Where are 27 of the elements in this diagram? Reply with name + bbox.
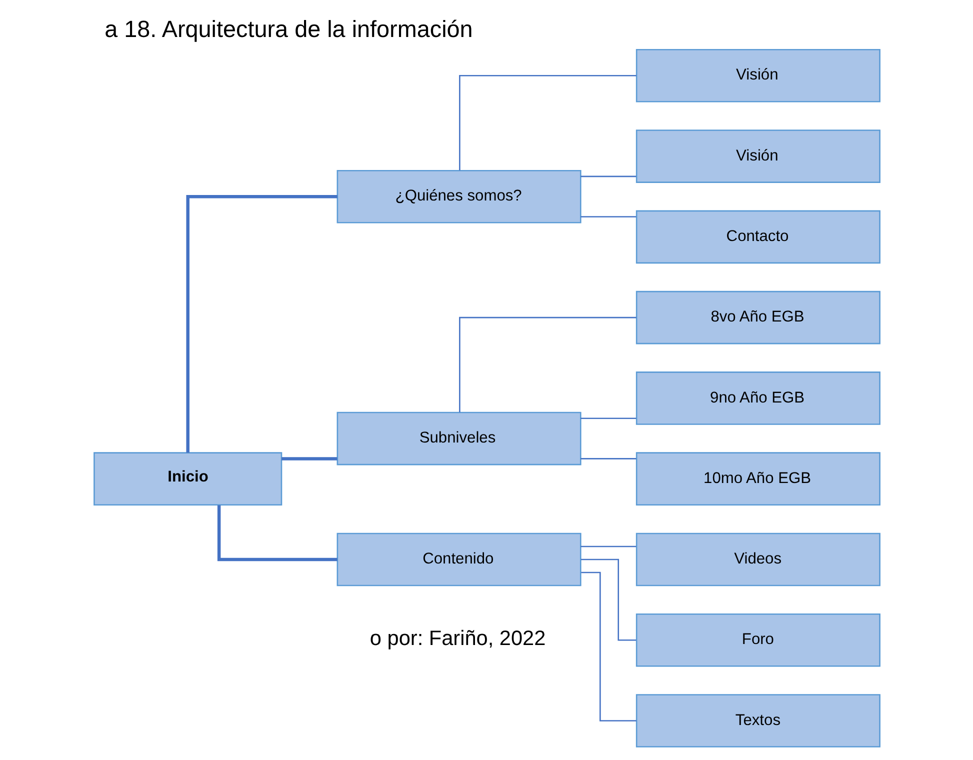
node-box: Subniveles	[336, 412, 581, 466]
node-box: Contenido	[336, 532, 581, 586]
connector	[580, 546, 636, 548]
connector	[580, 176, 636, 178]
label: o por: Fariño, 2022	[369, 627, 546, 650]
connector	[458, 316, 636, 412]
connector	[580, 418, 636, 420]
node-box: Visión	[635, 48, 880, 102]
diagram-title: a 18. Arquitectura de la información	[104, 16, 472, 42]
node-box: Contacto	[635, 210, 880, 264]
node-box: Videos	[635, 532, 880, 586]
node-box: ¿Quiénes somos?	[336, 170, 581, 224]
connector	[580, 216, 636, 218]
connector	[458, 75, 636, 170]
node-box: 10mo Año EGB	[635, 452, 880, 506]
connector	[580, 572, 636, 722]
connector	[216, 505, 337, 562]
connector	[580, 558, 636, 641]
node-box: Textos	[635, 694, 880, 748]
node-box: Visión	[635, 130, 880, 183]
node-box: 9no Año EGB	[635, 372, 880, 425]
connector	[580, 458, 636, 460]
node-box: Foro	[635, 613, 880, 667]
node-box: Inicio	[93, 452, 282, 506]
connector	[186, 194, 337, 453]
node-box: 8vo Año EGB	[635, 290, 880, 344]
connector	[281, 457, 337, 460]
